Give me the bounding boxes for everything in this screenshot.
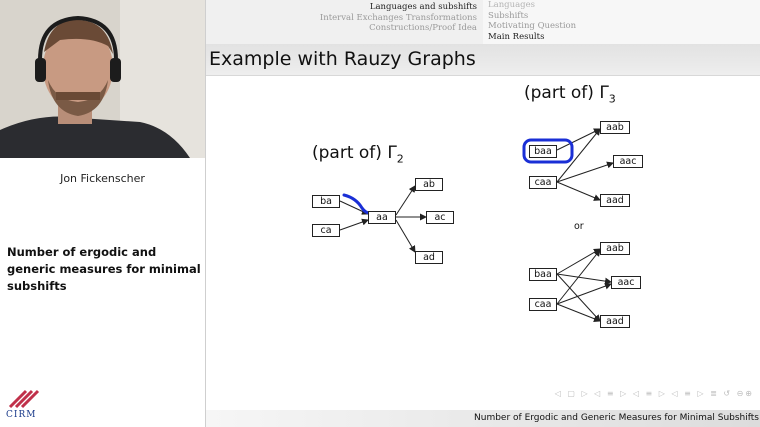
rauzy-graph-edges	[339, 128, 614, 323]
node-baa: baa	[529, 268, 557, 281]
node-aac: aac	[613, 155, 643, 168]
subsection-navigation: Languages Subshifts Motivating Question …	[483, 0, 760, 44]
beamer-navigation-symbols[interactable]: ◁ ▢ ▷ ◁ ≡ ▷ ◁ ≡ ▷ ◁ ≡ ▷ ≣ ↺ ⊖⊕	[554, 389, 754, 398]
subsection-subshifts[interactable]: Subshifts	[488, 10, 529, 21]
node-aa: aa	[368, 211, 396, 224]
footer-title: Number of Ergodic and Generic Measures f…	[474, 413, 759, 423]
annotation-circle	[522, 138, 574, 164]
subsection-main-results[interactable]: Main Results	[488, 31, 545, 42]
node-ba: ba	[312, 195, 340, 208]
node-aad: aad	[600, 315, 630, 328]
frame-title-bar: Example with Rauzy Graphs	[206, 44, 760, 76]
node-caa: caa	[529, 176, 557, 189]
node-aad: aad	[600, 194, 630, 207]
node-aac: aac	[611, 276, 641, 289]
node-aab: aab	[600, 242, 630, 255]
speaker-name: Jon Fickenscher	[60, 172, 145, 185]
subsection-languages[interactable]: Languages	[488, 0, 536, 10]
node-ab: ab	[415, 178, 443, 191]
speaker-panel: Jon Fickenscher Number of ergodic and ge…	[0, 0, 205, 427]
node-ac: ac	[426, 211, 454, 224]
svg-text:CIRM: CIRM	[6, 410, 36, 419]
slide: Languages and subshifts Interval Exchang…	[205, 0, 760, 427]
node-ad: ad	[415, 251, 443, 264]
speaker-video	[0, 0, 205, 158]
subsection-motivating-question[interactable]: Motivating Question	[488, 21, 577, 31]
section-navigation: Languages and subshifts Interval Exchang…	[206, 0, 483, 44]
frame-title: Example with Rauzy Graphs	[209, 48, 476, 70]
footer-bar: Number of Ergodic and Generic Measures f…	[206, 410, 760, 427]
talk-title: Number of ergodic and generic measures f…	[7, 245, 201, 293]
node-ca: ca	[312, 224, 340, 237]
node-aab: aab	[600, 121, 630, 134]
node-caa: caa	[529, 298, 557, 311]
node-baa: baa	[529, 145, 557, 158]
section-constructions[interactable]: Constructions/Proof Idea	[369, 23, 477, 33]
or-label: or	[574, 221, 584, 232]
section-languages[interactable]: Languages and subshifts	[369, 2, 477, 12]
cirm-logo: CIRM	[6, 389, 40, 419]
gamma3-label: (part of) Γ3	[524, 83, 616, 106]
gamma2-label: (part of) Γ2	[312, 143, 404, 166]
section-iet[interactable]: Interval Exchanges Transformations	[319, 12, 477, 23]
